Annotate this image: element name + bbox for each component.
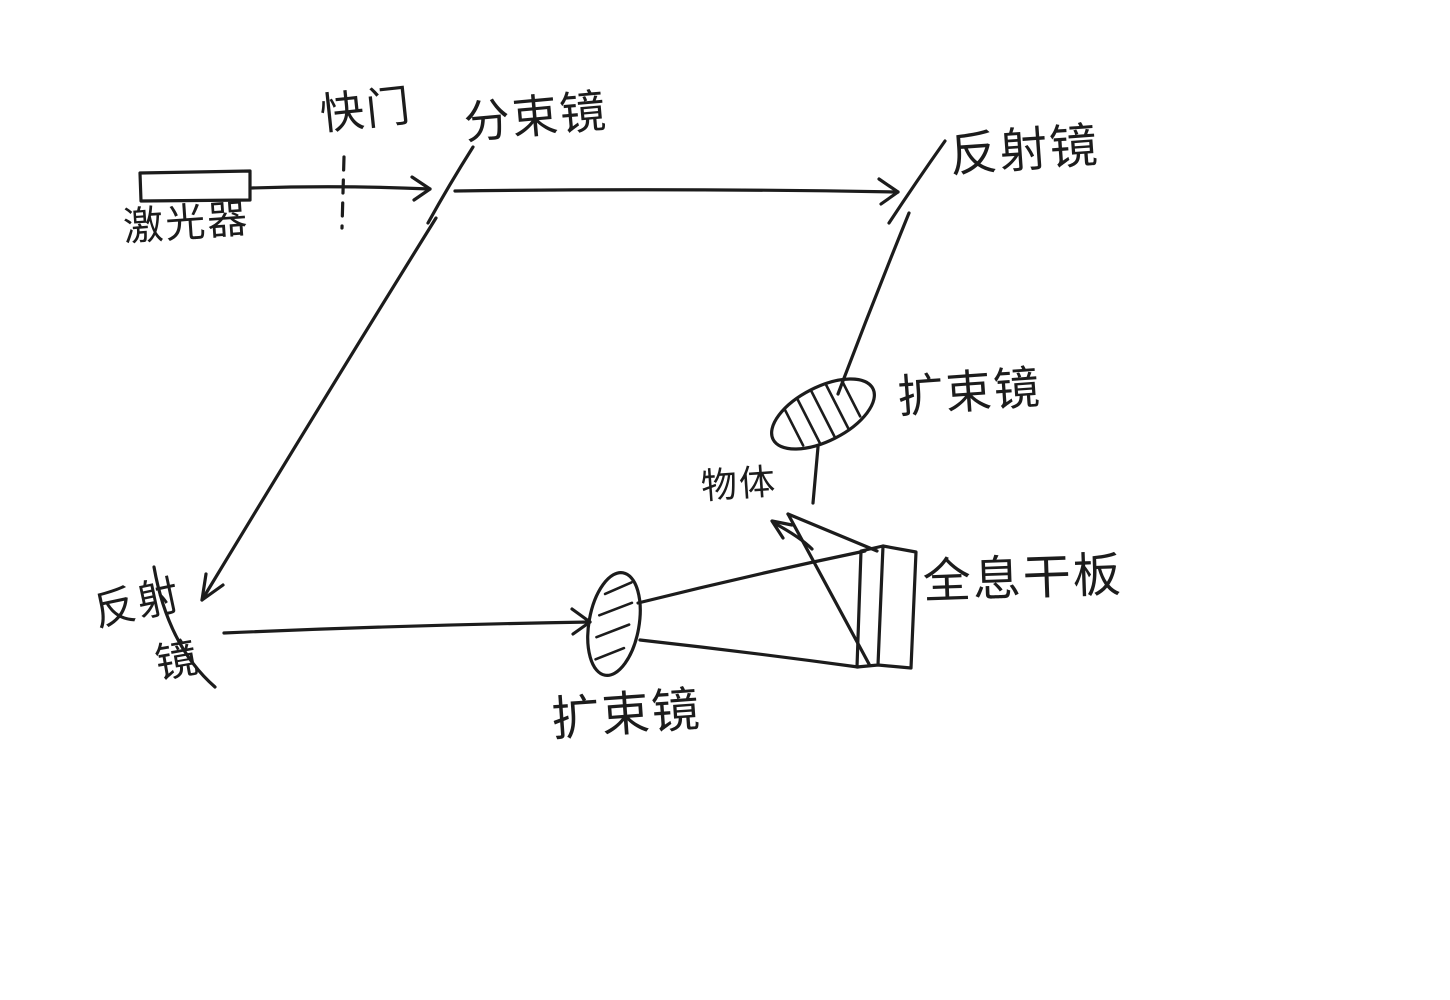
laser-box <box>138 169 252 203</box>
beam-splitter-line <box>426 145 475 225</box>
holographic-plate-box <box>855 544 918 670</box>
object-label: 物体 <box>699 461 779 508</box>
beam-laser-to-splitter <box>250 175 432 202</box>
arrowhead-right-1 <box>410 175 432 202</box>
beam-expander-top-label: 扩束镜 <box>895 359 1044 424</box>
shutter-label: 快门 <box>317 80 415 141</box>
arrowhead-right-2 <box>877 177 900 206</box>
beam-expander-bottom <box>586 571 642 677</box>
expander-bottom-hatch <box>594 581 634 661</box>
mirror-bottom-arc <box>152 565 217 689</box>
reference-beam-fan <box>636 549 867 669</box>
beam-expander-bottom-label: 扩束镜 <box>549 681 704 748</box>
holographic-plate-label: 全息干板 <box>921 547 1124 610</box>
beam-splitter-to-mirror <box>453 177 900 206</box>
laser-label: 激光器 <box>121 196 251 251</box>
object-light-cone <box>770 512 879 666</box>
mirror-top-line <box>887 139 947 225</box>
mirror-top-label: 反射镜 <box>947 117 1102 184</box>
beam-mirror-to-expander-bottom <box>222 607 592 636</box>
object-pointer-shaft <box>772 521 814 551</box>
arrowhead-downleft <box>200 572 225 602</box>
beam-splitter-to-bottom-mirror <box>200 216 438 602</box>
beam-expander-to-object <box>811 445 820 505</box>
shutter-line <box>340 155 346 230</box>
expander-top-hatch <box>783 379 862 447</box>
beam-mirror-to-expander <box>836 211 911 396</box>
arrowhead-object <box>770 519 794 540</box>
beam-expander-top <box>770 377 876 451</box>
beam-splitter-label: 分束镜 <box>461 83 610 150</box>
mirror-bottom-label-line2: 镜 <box>151 632 204 689</box>
